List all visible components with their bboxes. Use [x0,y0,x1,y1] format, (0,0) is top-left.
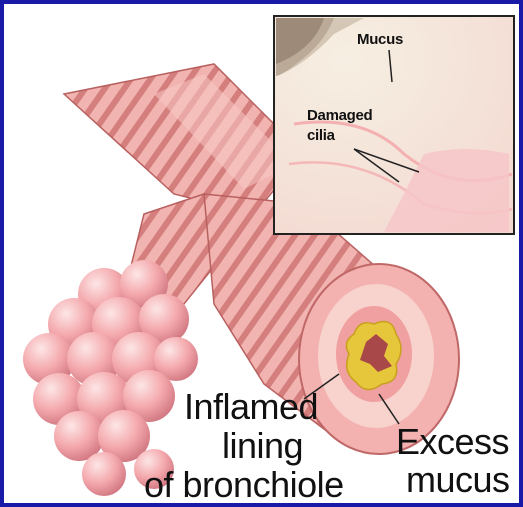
upper-airway [64,64,304,214]
inflamed-lining-label-line1: Inflamed [184,389,318,425]
inflamed-lining-label-line2: lining [222,428,303,464]
excess-mucus-label-line1: Excess [396,424,509,460]
mucus-label: Mucus [357,32,403,47]
magnified-inset [274,16,514,234]
damaged-cilia-label-line2: cilia [307,128,335,143]
damaged-cilia-label-line1: Damaged [307,108,372,123]
inflamed-lining-label-line3: of bronchiole [144,467,344,503]
excess-mucus-label-line2: mucus [406,462,510,498]
alveoli-cluster [23,260,198,496]
